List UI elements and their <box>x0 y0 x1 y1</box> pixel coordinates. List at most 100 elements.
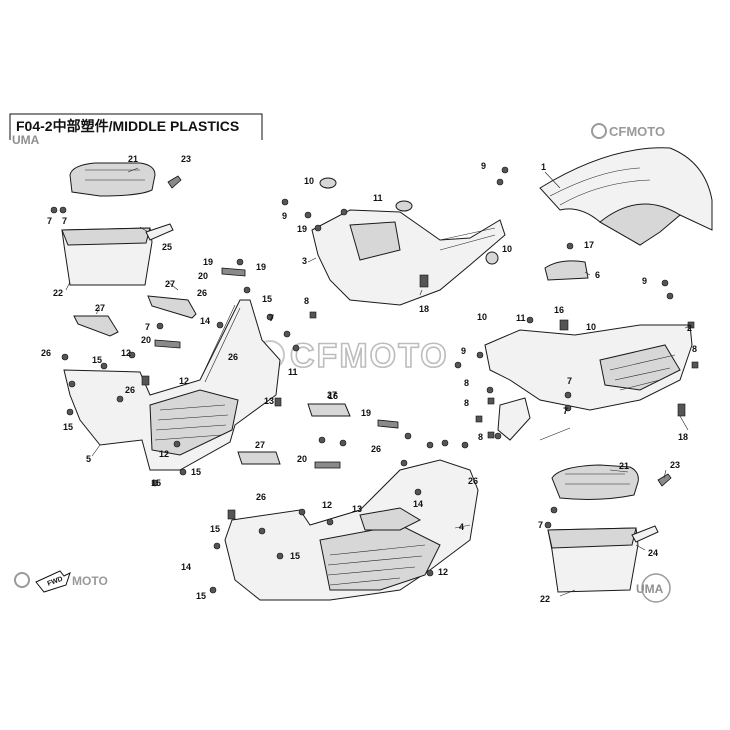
callouts: 1 2 3 4 5 6 7 7 7 7 7 7 7 8 8 8 8 8 9 9 … <box>41 154 697 604</box>
callout-18b: 18 <box>678 432 688 442</box>
callout-8d: 8 <box>478 432 483 442</box>
callout-23b: 23 <box>670 460 680 470</box>
callout-20b: 20 <box>141 335 151 345</box>
callout-27a: 27 <box>165 279 175 289</box>
callout-15g: 15 <box>196 591 206 601</box>
callout-27c: 27 <box>327 390 337 400</box>
callout-14c: 14 <box>181 562 191 572</box>
foot-pad-middle-upper <box>307 403 351 417</box>
callout-12d: 12 <box>322 500 332 510</box>
callout-12a: 12 <box>121 348 131 358</box>
strip-20-left <box>154 339 181 349</box>
hardware-fasteners <box>50 166 699 594</box>
callout-18a: 18 <box>419 304 429 314</box>
callout-15f: 15 <box>210 524 220 534</box>
callout-15c: 15 <box>63 422 73 432</box>
cfmoto-logo-top-text: CFMOTO <box>609 124 665 139</box>
callout-1: 1 <box>541 162 546 172</box>
fwd-arrow-icon: FWD <box>35 570 71 593</box>
cfmoto-logo-top: CFMOTO <box>591 123 665 139</box>
leader-lines <box>65 167 691 597</box>
grommet-10a <box>319 177 337 189</box>
side-panel-left <box>311 209 506 306</box>
callout-7b: 7 <box>62 216 67 226</box>
callout-12b: 12 <box>179 376 189 386</box>
strap-left <box>145 223 174 241</box>
strip-20-upper <box>221 267 246 277</box>
callout-8b: 8 <box>692 344 697 354</box>
callout-25: 25 <box>162 242 172 252</box>
callout-3: 3 <box>302 256 307 266</box>
callout-13b: 13 <box>352 504 362 514</box>
vent-cover <box>544 260 589 281</box>
uma-logo-bottom: UMA <box>636 573 671 603</box>
callout-27d: 27 <box>255 440 265 450</box>
callout-8e: 8 <box>464 378 469 388</box>
callout-7a: 7 <box>47 216 52 226</box>
callout-14a: 14 <box>200 316 210 326</box>
callout-9c: 9 <box>642 276 647 286</box>
callout-7g: 7 <box>538 520 543 530</box>
callout-5: 5 <box>86 454 91 464</box>
callout-22b: 22 <box>540 594 550 604</box>
cfmoto-logo-bottom-text: MOTO <box>72 574 108 588</box>
callout-10c: 10 <box>586 322 596 332</box>
callout-26c: 26 <box>125 385 135 395</box>
callout-2: 2 <box>687 323 692 333</box>
cfmoto-watermark-text: CFMOTO <box>290 337 449 375</box>
callout-26d: 26 <box>228 352 238 362</box>
foot-pad-lower-left <box>73 315 119 337</box>
callout-21b: 21 <box>619 461 629 471</box>
callout-15d: 15 <box>151 478 161 488</box>
strap-right <box>631 525 659 543</box>
callout-10b: 10 <box>502 244 512 254</box>
callout-17: 17 <box>584 240 594 250</box>
callout-4: 4 <box>459 522 464 532</box>
callout-11c: 11 <box>288 367 298 377</box>
strip-20-middle <box>377 419 399 429</box>
callout-7d: 7 <box>269 313 274 323</box>
callout-7e: 7 <box>567 376 572 386</box>
callout-22a: 22 <box>53 288 63 298</box>
cfmoto-logo-bottom: MOTO <box>14 572 108 588</box>
callout-10d: 10 <box>477 312 487 322</box>
storage-lid-left <box>69 162 156 197</box>
callout-10a: 10 <box>304 176 314 186</box>
callout-26e: 26 <box>371 444 381 454</box>
storage-lid-right <box>551 464 639 500</box>
callout-9d: 9 <box>461 346 466 356</box>
callout-26g: 26 <box>468 476 478 486</box>
callout-15h: 15 <box>290 551 300 561</box>
callout-12c: 12 <box>159 449 169 459</box>
callout-26f: 26 <box>256 492 266 502</box>
callout-14b: 14 <box>413 499 423 509</box>
callout-19c: 19 <box>256 262 266 272</box>
callout-26a: 26 <box>197 288 207 298</box>
callout-27b: 27 <box>95 303 105 313</box>
callout-11a: 11 <box>373 193 383 203</box>
uma-logo-bottom-text: UMA <box>636 582 664 596</box>
callout-7c: 7 <box>145 322 150 332</box>
callout-19d: 19 <box>361 408 371 418</box>
cfmoto-watermark: CFMOTO <box>255 336 449 376</box>
clip-left <box>167 175 182 189</box>
title-frame <box>9 113 263 140</box>
strip-20-lower <box>314 461 341 469</box>
callout-19b: 19 <box>203 257 213 267</box>
callout-19a: 19 <box>297 224 307 234</box>
grommet-10b <box>395 200 413 212</box>
callout-8c: 8 <box>464 398 469 408</box>
callout-9b: 9 <box>481 161 486 171</box>
callout-15a: 15 <box>262 294 272 304</box>
foot-pad-upper-left <box>147 295 197 319</box>
foot-pad-middle-lower <box>237 451 281 465</box>
callout-11b: 11 <box>516 313 526 323</box>
callout-20c: 20 <box>297 454 307 464</box>
callout-15b: 15 <box>92 355 102 365</box>
callout-24: 24 <box>648 548 658 558</box>
grommet-10c <box>485 251 499 265</box>
callout-26b: 26 <box>41 348 51 358</box>
callout-23a: 23 <box>181 154 191 164</box>
